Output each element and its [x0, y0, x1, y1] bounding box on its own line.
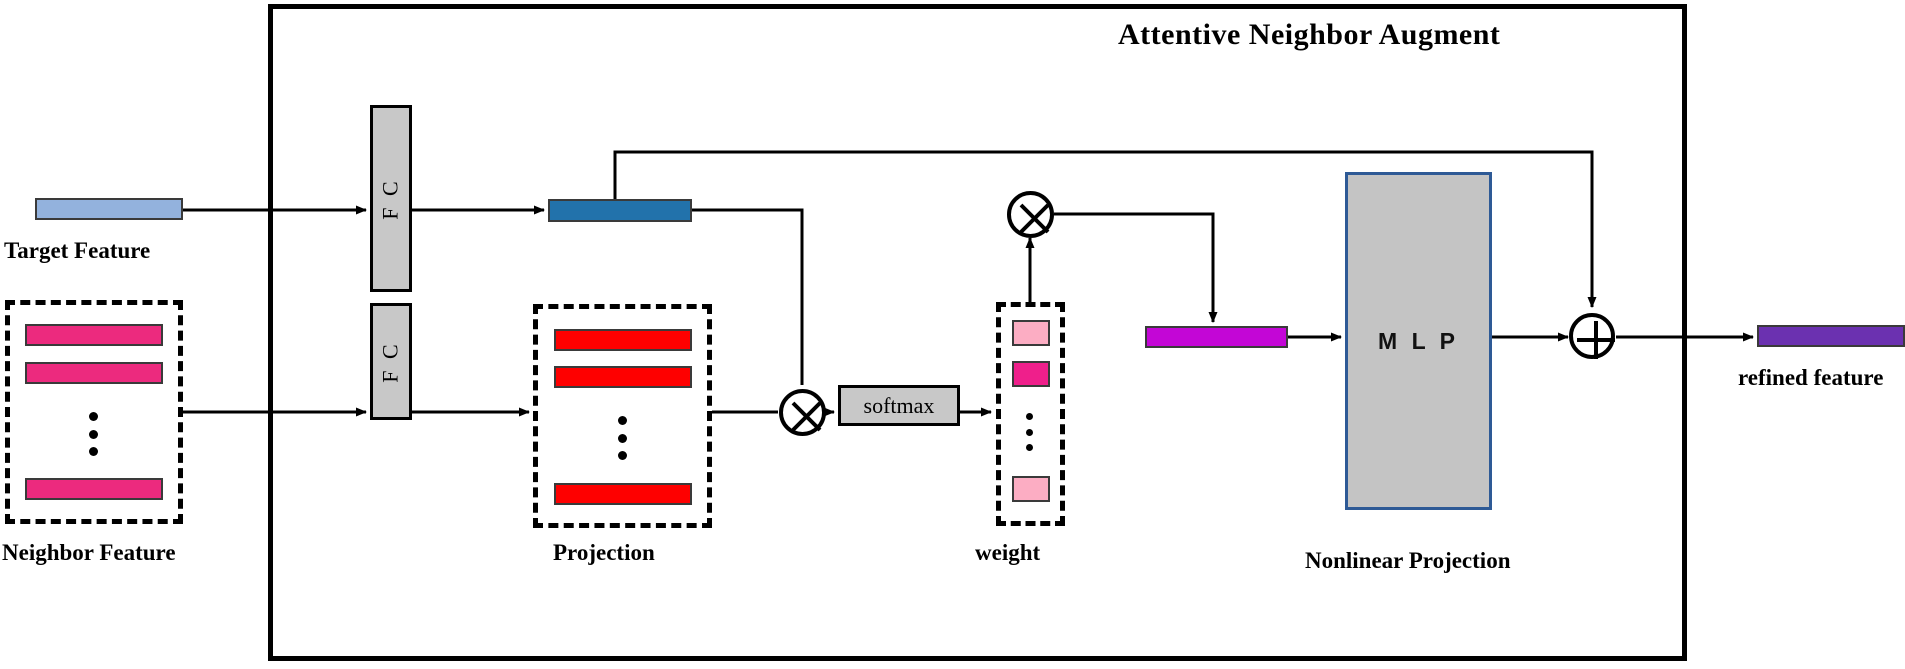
target-feature-bar: [35, 198, 183, 220]
fc-block-bottom-label: F C: [378, 340, 404, 383]
neighbor-feature-group: [5, 300, 183, 524]
module-title: Attentive Neighbor Augment: [1118, 18, 1501, 51]
neighbor-row-n: [25, 478, 163, 500]
multiply-circle-icon-attention: [779, 389, 826, 436]
projection-row-2: [554, 366, 692, 388]
projection-row-n: [554, 483, 692, 505]
target-feature-caption: Target Feature: [4, 238, 151, 263]
fc-block-top-label: F C: [378, 177, 404, 220]
nonlinear-projection-caption: Nonlinear Projection: [1305, 548, 1511, 573]
softmax-block: softmax: [838, 385, 960, 426]
attentive-neighbor-augment-frame: [268, 4, 1687, 661]
neighbor-feature-caption: Neighbor Feature: [2, 540, 176, 565]
neighbor-row-1: [25, 324, 163, 346]
fc-block-bottom: F C: [370, 303, 412, 420]
weight-caption: weight: [975, 540, 1041, 565]
refined-feature-caption: refined feature: [1738, 365, 1884, 390]
projection-group: [533, 304, 712, 528]
mlp-block: M L P: [1345, 172, 1492, 510]
neighbor-row-2: [25, 362, 163, 384]
weight-row-2: [1012, 361, 1050, 387]
projection-caption: Projection: [553, 540, 655, 565]
projection-row-1: [554, 329, 692, 351]
projection-ellipsis-icon: [618, 416, 627, 460]
aggregated-neighbor-bar: [1145, 326, 1288, 348]
refined-feature-bar: [1757, 325, 1905, 347]
softmax-label: softmax: [863, 392, 935, 418]
mlp-label: M L P: [1378, 327, 1459, 354]
neighbor-ellipsis-icon: [89, 412, 98, 456]
multiply-circle-icon-weighted: [1007, 191, 1054, 238]
weight-row-1: [1012, 320, 1050, 346]
fc-block-top: F C: [370, 105, 412, 292]
plus-circle-icon-residual: [1569, 313, 1615, 359]
weight-ellipsis-icon: [1026, 413, 1033, 451]
weight-row-n: [1012, 476, 1050, 502]
weight-group: [996, 302, 1065, 526]
projected-target-bar: [548, 199, 692, 222]
